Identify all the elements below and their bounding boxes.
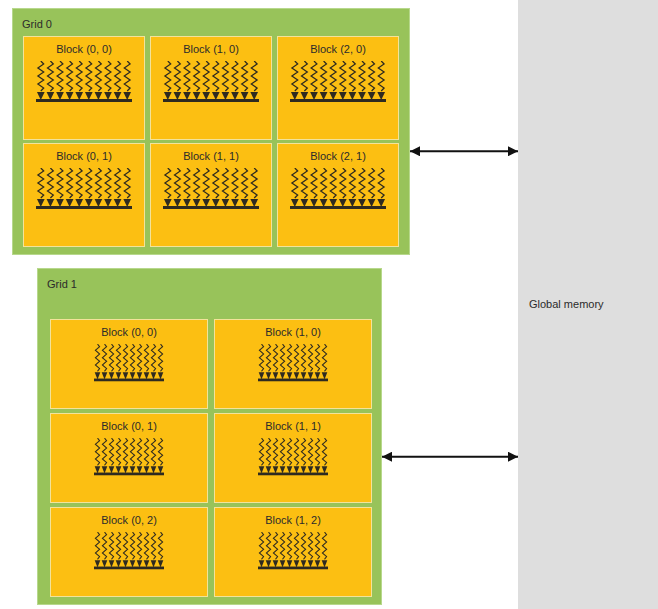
block-label: Block (1, 1): [215, 414, 371, 433]
block-label: Block (1, 2): [215, 508, 371, 527]
memory-access-arrow: [410, 150, 518, 152]
block-box: Block (2, 1): [277, 143, 399, 247]
thread-squiggles: [258, 344, 328, 384]
block-box: Block (1, 2): [214, 507, 372, 597]
block-box: Block (1, 0): [214, 319, 372, 409]
block-box: Block (0, 0): [50, 319, 208, 409]
block-box: Block (0, 0): [23, 36, 145, 140]
block-label: Block (1, 0): [151, 37, 271, 56]
block-label: Block (0, 2): [51, 508, 207, 527]
thread-squiggles: [290, 61, 386, 105]
thread-squiggles: [258, 438, 328, 478]
memory-access-arrow: [382, 456, 518, 458]
block-label: Block (0, 0): [51, 320, 207, 339]
thread-squiggles: [36, 61, 132, 105]
block-box: Block (0, 1): [50, 413, 208, 503]
block-label: Block (2, 1): [278, 144, 398, 163]
grid-label: Grid 0: [22, 18, 52, 31]
block-label: Block (0, 0): [24, 37, 144, 56]
thread-squiggles: [290, 168, 386, 212]
grid-label: Grid 1: [47, 278, 77, 291]
thread-squiggles: [94, 344, 164, 384]
block-label: Block (0, 1): [51, 414, 207, 433]
thread-squiggles: [163, 61, 259, 105]
block-label: Block (1, 0): [215, 320, 371, 339]
memory-panel: Global memory: [518, 0, 658, 609]
block-box: Block (2, 0): [277, 36, 399, 140]
block-box: Block (0, 2): [50, 507, 208, 597]
grid-box: Grid 0 Block (0, 0) Block (1, 0) Block (2, …: [12, 8, 410, 255]
thread-squiggles: [258, 532, 328, 572]
block-label: Block (2, 0): [278, 37, 398, 56]
block-box: Block (0, 1): [23, 143, 145, 247]
block-box: Block (1, 1): [214, 413, 372, 503]
block-label: Block (1, 1): [151, 144, 271, 163]
thread-squiggles: [94, 532, 164, 572]
memory-label: Global memory: [518, 298, 604, 311]
block-box: Block (1, 1): [150, 143, 272, 247]
grid-box: Grid 1 Block (0, 0) Block (1, 0) Block (0, …: [37, 268, 382, 605]
block-box: Block (1, 0): [150, 36, 272, 140]
thread-squiggles: [163, 168, 259, 212]
thread-squiggles: [36, 168, 132, 212]
block-label: Block (0, 1): [24, 144, 144, 163]
thread-squiggles: [94, 438, 164, 478]
